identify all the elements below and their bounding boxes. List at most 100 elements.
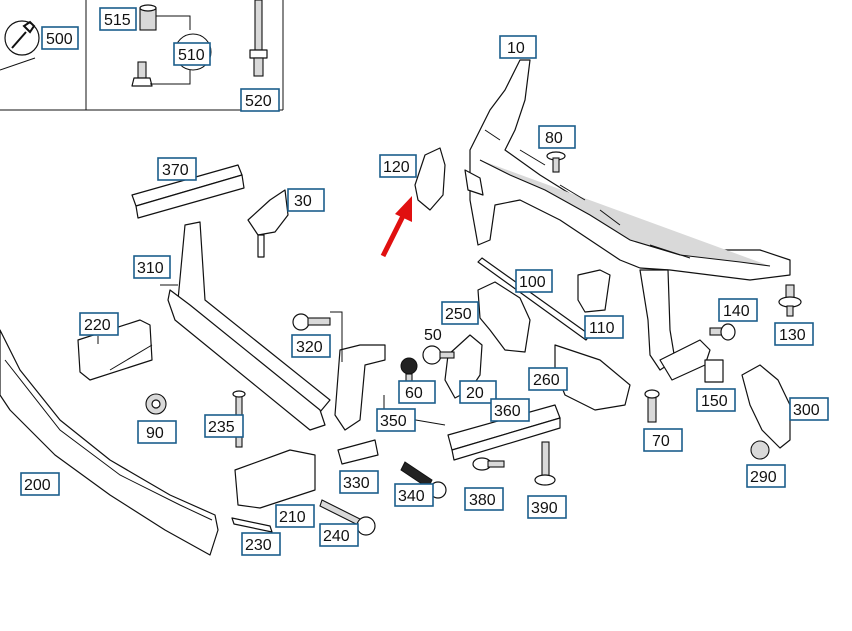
bracket-part-210 bbox=[234, 449, 316, 509]
bolt-part-70 bbox=[644, 389, 660, 423]
svg-text:150: 150 bbox=[701, 393, 728, 410]
svg-text:370: 370 bbox=[162, 162, 189, 179]
svg-text:230: 230 bbox=[245, 537, 272, 554]
callout-100: 100 bbox=[515, 269, 553, 293]
bracket-part-30 bbox=[247, 189, 289, 258]
callout-350: 350 bbox=[376, 408, 416, 432]
svg-text:100: 100 bbox=[519, 274, 546, 291]
red-pointer-arrow bbox=[380, 196, 412, 258]
callout-250: 250 bbox=[441, 301, 479, 325]
callout-320: 320 bbox=[291, 334, 331, 358]
callout-110: 110 bbox=[584, 315, 624, 339]
callout-360: 360 bbox=[490, 398, 530, 422]
callout-390: 390 bbox=[527, 495, 567, 519]
callout-20: 20 bbox=[459, 380, 497, 404]
cover-part-110 bbox=[577, 269, 611, 313]
nut-part-90 bbox=[145, 393, 167, 415]
fastener-inset-frame bbox=[0, 0, 284, 111]
svg-text:510: 510 bbox=[178, 47, 205, 64]
callout-30: 30 bbox=[287, 188, 325, 212]
callout-380: 380 bbox=[464, 487, 504, 511]
screw-part-130 bbox=[778, 284, 802, 317]
bar-part-360 bbox=[447, 404, 561, 461]
front-end-carrier-part-10 bbox=[464, 59, 791, 381]
screw-part-80 bbox=[546, 151, 566, 173]
callout-520: 520 bbox=[240, 88, 280, 112]
callout-120: 120 bbox=[379, 154, 417, 178]
callout-140: 140 bbox=[718, 298, 758, 322]
svg-text:520: 520 bbox=[245, 93, 272, 110]
callout-70: 70 bbox=[643, 428, 683, 452]
svg-text:70: 70 bbox=[652, 433, 670, 450]
screw-part-50 bbox=[422, 345, 455, 365]
callout-80: 80 bbox=[538, 125, 576, 149]
svg-text:140: 140 bbox=[723, 303, 750, 320]
callout-210: 210 bbox=[275, 504, 315, 528]
screw-510-icon bbox=[131, 61, 153, 87]
bracket-part-250 bbox=[477, 281, 531, 353]
clip-part-150 bbox=[704, 359, 724, 383]
svg-text:130: 130 bbox=[779, 327, 806, 344]
long-bolt-520-icon bbox=[249, 0, 268, 77]
svg-text:240: 240 bbox=[323, 528, 350, 545]
callout-150: 150 bbox=[696, 388, 736, 412]
svg-text:60: 60 bbox=[405, 385, 423, 402]
bracket-part-300 bbox=[741, 364, 791, 449]
svg-text:20: 20 bbox=[466, 385, 484, 402]
bolt-part-380 bbox=[472, 457, 505, 471]
svg-text:260: 260 bbox=[533, 372, 560, 389]
callout-220: 220 bbox=[79, 312, 119, 336]
svg-text:330: 330 bbox=[343, 475, 370, 492]
svg-text:90: 90 bbox=[146, 425, 164, 442]
svg-text:300: 300 bbox=[793, 402, 820, 419]
callout-290: 290 bbox=[746, 464, 786, 488]
callout-240: 240 bbox=[319, 523, 359, 547]
label-50: 50 bbox=[424, 327, 442, 344]
callout-510: 510 bbox=[173, 42, 211, 66]
svg-text:350: 350 bbox=[380, 413, 407, 430]
svg-text:210: 210 bbox=[279, 509, 306, 526]
svg-text:310: 310 bbox=[137, 260, 164, 277]
callout-260: 260 bbox=[528, 367, 568, 391]
wrench-icon bbox=[4, 20, 40, 56]
svg-text:290: 290 bbox=[750, 469, 777, 486]
crossmember-part-310 bbox=[167, 221, 386, 431]
svg-text:500: 500 bbox=[46, 31, 73, 48]
screw-part-140 bbox=[709, 323, 736, 341]
nut-515-icon bbox=[139, 4, 157, 31]
svg-text:10: 10 bbox=[507, 40, 525, 57]
callout-340: 340 bbox=[394, 483, 434, 507]
callout-370: 370 bbox=[157, 157, 197, 181]
nut-part-290 bbox=[750, 440, 770, 460]
svg-text:120: 120 bbox=[383, 159, 410, 176]
callout-90: 90 bbox=[137, 420, 177, 444]
callout-515: 515 bbox=[99, 7, 137, 31]
bolt-part-390 bbox=[534, 441, 556, 486]
bolt-part-320 bbox=[292, 313, 331, 331]
callout-310: 310 bbox=[133, 255, 171, 279]
svg-text:30: 30 bbox=[294, 193, 312, 210]
bumper-beam-part-200 bbox=[0, 329, 219, 556]
callout-200: 200 bbox=[20, 472, 60, 496]
plate-part-230 bbox=[231, 517, 273, 533]
svg-text:515: 515 bbox=[104, 12, 131, 29]
svg-text:110: 110 bbox=[589, 320, 615, 337]
callout-230: 230 bbox=[241, 532, 281, 556]
svg-text:320: 320 bbox=[296, 339, 323, 356]
callout-235: 235 bbox=[204, 414, 244, 438]
svg-text:80: 80 bbox=[545, 130, 563, 147]
svg-text:340: 340 bbox=[398, 488, 425, 505]
callout-130: 130 bbox=[774, 322, 814, 346]
callout-500: 500 bbox=[41, 26, 79, 50]
svg-text:380: 380 bbox=[469, 492, 496, 509]
callout-330: 330 bbox=[339, 470, 379, 494]
bolt-part-240 bbox=[319, 499, 376, 536]
callout-300: 300 bbox=[789, 397, 829, 421]
screw-part-60 bbox=[400, 357, 418, 385]
bracket-part-120 bbox=[414, 147, 446, 211]
svg-text:390: 390 bbox=[531, 500, 558, 517]
svg-text:235: 235 bbox=[208, 419, 235, 436]
svg-text:250: 250 bbox=[445, 306, 472, 323]
svg-text:200: 200 bbox=[24, 477, 51, 494]
